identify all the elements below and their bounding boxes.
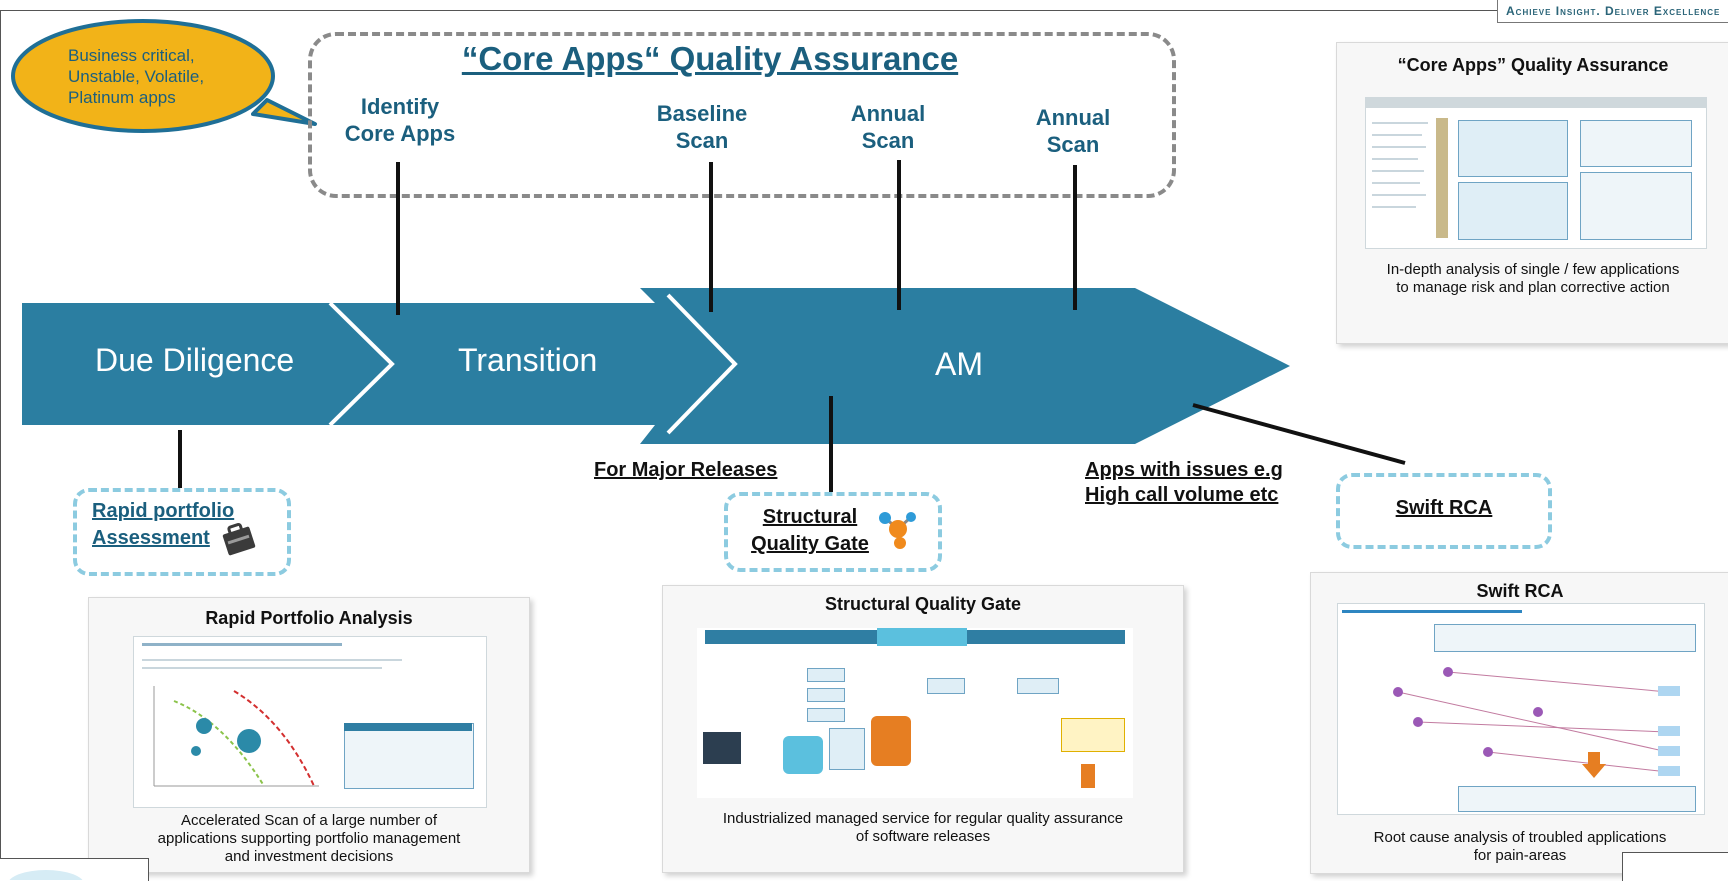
corner-tab-right — [1622, 852, 1728, 881]
panel-core-apps-title: “Core Apps” Quality Assurance — [1397, 55, 1669, 75]
panel-rapid-portfolio: Rapid Portfolio Analysis Accelerated Sca… — [88, 597, 530, 873]
panel-swift-title: Swift RCA — [1476, 581, 1564, 601]
molecule-icon — [879, 512, 916, 549]
milestone-annual-scan-2: Annual Scan — [1035, 105, 1111, 157]
core-apps-title: “Core Apps“ Quality Assurance — [461, 40, 959, 77]
callout-text: Business critical, Unstable, Volatile, P… — [68, 46, 205, 107]
briefcase-icon — [222, 522, 256, 556]
milestone-baseline-scan: Baseline Scan — [656, 101, 748, 153]
panel-sqg-desc: Industrialized managed service for regul… — [722, 810, 1124, 845]
callout-bubble — [11, 19, 317, 133]
panel-sqg-title: Structural Quality Gate — [824, 594, 1022, 614]
chevron-divider-2 — [666, 293, 738, 435]
tagline: Achieve Insight. Deliver Excellence — [1497, 0, 1728, 23]
connector-swift — [1192, 403, 1406, 465]
panel-swift-rca: Swift RCA Root cause analysis of trouble… — [1310, 572, 1728, 874]
chevron-divider-1 — [328, 301, 395, 427]
corner-ellipse — [9, 870, 83, 880]
swift-rca-box[interactable] — [1336, 473, 1552, 549]
core-apps-dashboard-thumbnail — [1365, 97, 1707, 249]
core-apps-container — [308, 32, 1176, 198]
structural-quality-gate-link[interactable]: Structural Quality Gate — [751, 506, 869, 555]
rapid-portfolio-link[interactable]: Rapid portfolio Assessment — [92, 500, 235, 549]
swift-rca-thumbnail — [1337, 603, 1705, 815]
milestone-identify-core-apps: Identify Core Apps — [344, 94, 456, 146]
frame-top-line — [0, 10, 1728, 11]
phase-arrow-body — [22, 288, 1290, 444]
panel-rapid-desc: Accelerated Scan of a large number of ap… — [157, 812, 461, 865]
label-apps-with-issues: Apps with issues e.g High call volume et… — [1085, 459, 1283, 506]
milestone-annual-scan-1: Annual Scan — [850, 101, 926, 153]
swift-rca-link[interactable]: Swift RCA — [1395, 497, 1493, 519]
rapid-portfolio-thumbnail — [133, 636, 487, 808]
panel-structural-quality-gate: Structural Quality Gate Industrialized m… — [662, 585, 1184, 873]
label-major-releases: For Major Releases — [594, 459, 778, 481]
rapid-portfolio-box[interactable] — [73, 488, 291, 576]
panel-core-apps-desc: In-depth analysis of single / few applic… — [1386, 261, 1680, 296]
sqg-process-thumbnail — [697, 628, 1133, 798]
panel-core-apps-qa: “Core Apps” Quality Assurance In-depth a… — [1336, 42, 1728, 344]
frame-left-line — [0, 10, 1, 880]
panel-rapid-title: Rapid Portfolio Analysis — [205, 608, 413, 628]
phase-due-diligence: Due Diligence — [95, 342, 295, 378]
phase-transition: Transition — [458, 342, 598, 378]
phase-am: AM — [935, 346, 983, 382]
panel-swift-desc: Root cause analysis of troubled applicat… — [1373, 829, 1667, 864]
